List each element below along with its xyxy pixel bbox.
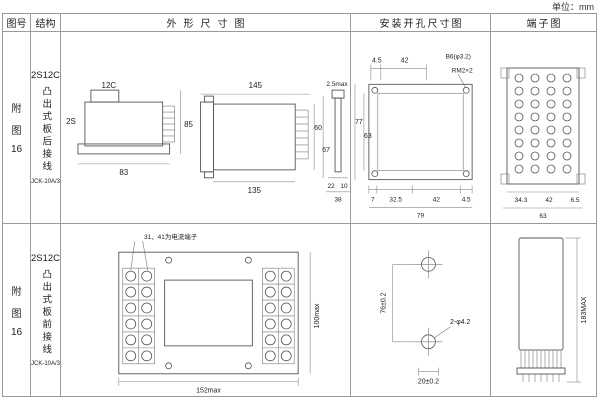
dim-o2-bottom: 152max [196,388,221,395]
note-rm2: RM2×2 [452,67,473,74]
dim-t2-h: 183MAX [581,296,588,323]
dim-a-left: 2S [66,117,76,126]
dim-c-b3: 38 [334,196,342,203]
terminal-comb [520,349,562,369]
fig-no-row2: 附 图 16 [10,286,23,338]
structure-label-row2: 凸出式板前接线 [40,268,52,357]
left-terminal-strip [122,267,155,365]
structure-label-row1: 凸出式板后接线 [40,86,52,174]
bottom-hole [414,327,443,356]
dim-i-l1: 77 [355,119,363,126]
dim-i-b3: 42 [433,196,441,203]
note-b6: B6(φ3.2) [446,53,471,60]
dim-i-b1: 7 [371,196,375,203]
model-label-row1: 2S12C [31,70,61,82]
dim-c-b2: 10 [340,182,348,189]
dim-b-bottom: 135 [248,185,262,194]
header-install: 安装开孔尺寸图 [351,14,491,32]
relay-type-row1: JCK-10A/3 [31,178,60,185]
dim-a-top: 12C [102,81,117,90]
terminal-cell-row2: 183MAX [491,224,596,396]
structure-cell-row2: 2S12C 凸出式板前接线 JCK-10A/3 [31,224,61,396]
dim-i2-b: 20±0.2 [418,378,439,385]
dim-b-right2: 67 [322,146,330,153]
fig-no-cell-row2: 附 图 16 [3,224,31,396]
dim-b-right1: 60 [314,124,322,131]
dim-t-b3: 6.5 [570,197,579,204]
unit-label: 单位：mm [552,2,594,12]
terminal-cell-row1: 34.3 42 6.5 63 [491,32,596,224]
dim-i-t1: 4.5 [372,57,382,64]
dim-i-b4: 4.5 [462,196,471,203]
header-structure: 结构 [31,14,61,32]
install-drawing-row2: 76±0.2 2-φ4.2 20±0.2 [381,250,471,385]
top-hole [414,250,443,279]
dim-i-l2: 63 [364,132,372,139]
dim-i-b2: 32.5 [389,196,402,203]
dim-t-b4: 63 [539,213,547,220]
dim-i2-v: 76±0.2 [381,292,388,313]
install-cell-row1: 4.5 42 B6(φ3.2) RM2×2 77 63 [351,32,491,224]
dim-c-top: 2.5max [326,81,348,88]
fig-no-cell-row1: 附 图 16 [3,32,31,224]
dim-a-right: 85 [184,120,193,129]
pin-comb-b [295,109,309,159]
dim-a-bottom: 83 [119,167,128,176]
dim-b-top: 145 [249,81,263,90]
terminal-pins [522,374,560,382]
model-label-row2: 2S12C [31,252,61,264]
structure-cell-row1: 2S12C 凸出式板后接线 JCK-10A/3 [31,32,61,224]
terminal-diagram-row2: 183MAX [516,237,588,383]
header-terminal: 端子图 [491,14,596,32]
install-drawing-row1: 4.5 42 B6(φ3.2) RM2×2 77 63 [354,53,473,219]
right-terminal-strip [262,267,295,365]
outline-drawing-rear-wiring: 12C 2S 83 85 145 [66,81,350,203]
header-outline: 外形尺寸图 [61,14,351,32]
dim-c-b1: 22 [327,182,335,189]
dim-o2-right: 100max [314,303,321,328]
outline-cell-row2: 31、41为电流端子 [61,224,351,396]
outline-drawing-front-wiring: 31、41为电流端子 [118,232,321,395]
dimension-table: 图号 结构 外形尺寸图 安装开孔尺寸图 端子图 附 图 16 2S12C 凸出式… [2,13,597,397]
dim-i2-hole: 2-φ4.2 [450,319,470,326]
dim-i-t2: 42 [401,57,409,64]
dim-i-b5: 79 [417,212,425,219]
pin-comb-a [162,105,175,142]
terminal-grid [514,73,572,173]
current-terminal-note: 31、41为电流端子 [144,232,198,241]
dim-t-b1: 34.3 [515,197,528,204]
install-cell-row2: 76±0.2 2-φ4.2 20±0.2 [351,224,491,396]
header-fig-no: 图号 [3,14,31,32]
relay-type-row2: JCK-10A/3 [31,361,60,368]
outline-cell-row1: 12C 2S 83 85 145 [61,32,351,224]
fig-no-row1: 附 图 16 [10,104,23,155]
terminal-diagram-row1: 34.3 42 6.5 63 [500,67,586,220]
dim-t-b2: 42 [545,197,553,204]
